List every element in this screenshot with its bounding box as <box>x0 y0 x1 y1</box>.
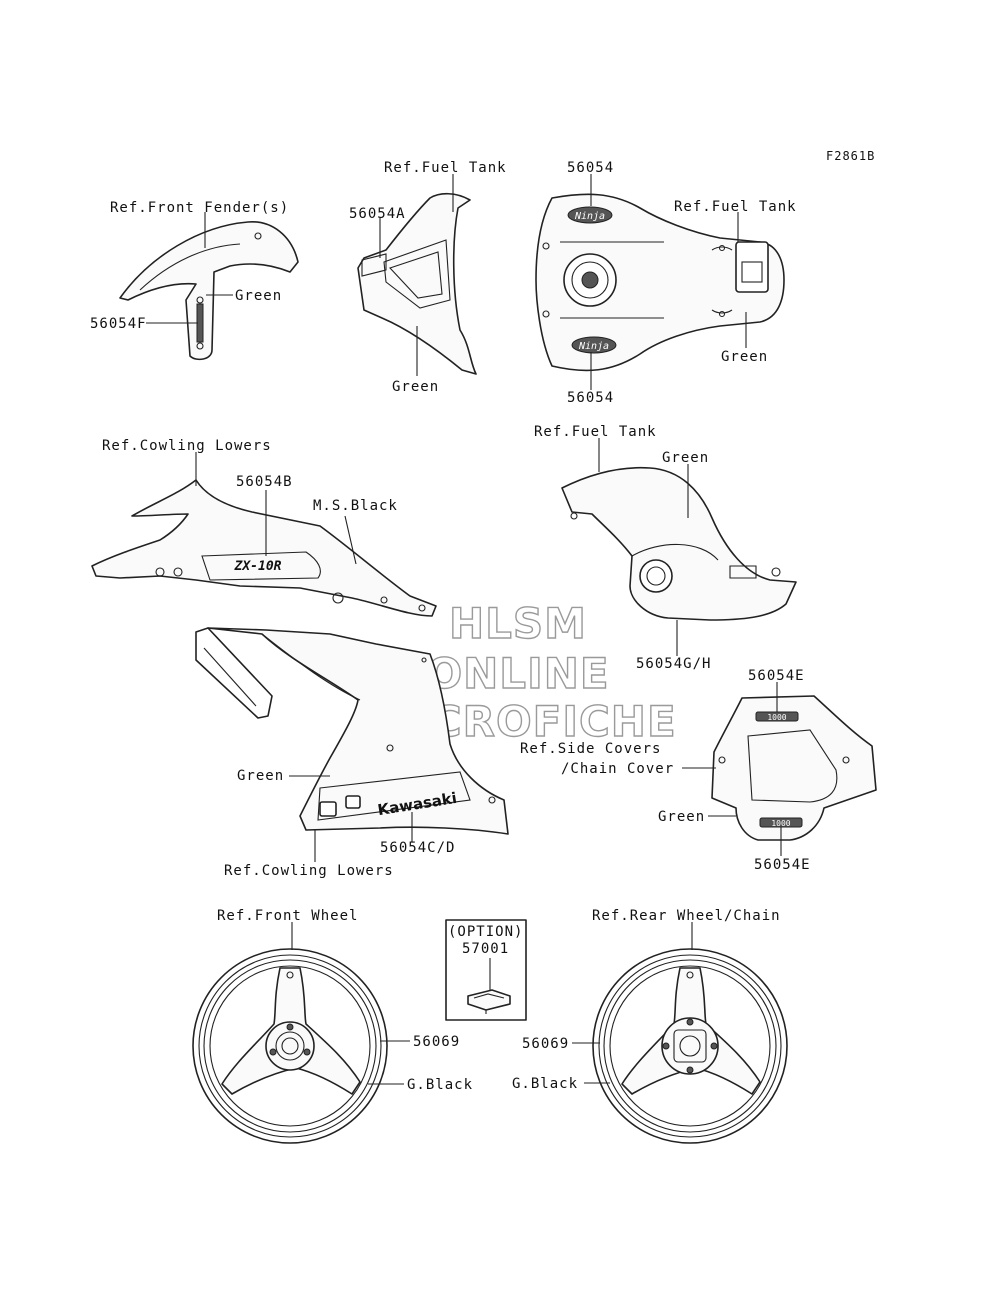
label-56054-top: 56054 <box>567 160 614 176</box>
label-ref-front-fender: Ref.Front Fender(s) <box>110 200 289 216</box>
label-green-fender: Green <box>235 288 282 304</box>
label-56054-bottom: 56054 <box>567 390 614 406</box>
leader-ms-black <box>344 515 357 565</box>
cowl-decal-logo: ZX-10R <box>234 559 282 574</box>
front-wheel <box>192 948 388 1144</box>
side-fairing: Kawasaki <box>195 627 509 835</box>
label-chain-cover: /Chain Cover <box>561 761 674 777</box>
label-56054E-top: 56054E <box>748 668 805 684</box>
label-56069-left: 56069 <box>413 1034 460 1050</box>
label-56054B: 56054B <box>236 474 293 490</box>
label-56054E-bottom: 56054E <box>754 857 811 873</box>
label-option: (OPTION) <box>448 924 523 940</box>
watermark-line-1: HLSM <box>449 599 587 648</box>
label-ref-cowling-lowers-top: Ref.Cowling Lowers <box>102 438 272 454</box>
seat-decal-logo-top: 1000 <box>767 713 786 722</box>
label-gblack-right: G.Black <box>512 1076 578 1092</box>
watermark-line-2: ONLINE <box>426 649 609 698</box>
seat-cowl: 1000 1000 <box>711 695 877 841</box>
label-56054F: 56054F <box>90 316 147 332</box>
label-56069-right: 56069 <box>522 1036 569 1052</box>
label-green-fairing: Green <box>237 768 284 784</box>
label-56054CD: 56054C/D <box>380 840 455 856</box>
tank-decal-logo-top: Ninja <box>574 211 605 222</box>
fuel-tank: Ninja Ninja <box>535 193 785 372</box>
seat-decal-logo-bottom: 1000 <box>771 819 790 828</box>
label-ref-fuel-tank-mid: Ref.Fuel Tank <box>534 424 657 440</box>
label-ref-cowling-lowers-bottom: Ref.Cowling Lowers <box>224 863 394 879</box>
label-ref-fuel-tank-top: Ref.Fuel Tank <box>384 160 507 176</box>
upper-cowl: ZX-10R <box>91 479 437 617</box>
label-57001: 57001 <box>462 941 509 957</box>
figure-code: F2861B <box>826 149 875 163</box>
tank-top-cover <box>357 192 477 375</box>
label-ref-side-covers: Ref.Side Covers <box>520 741 661 757</box>
rear-wheel <box>592 948 788 1144</box>
label-green-tank-cover: Green <box>662 450 709 466</box>
label-green-tank-right: Green <box>721 349 768 365</box>
tank-decal-logo-bottom: Ninja <box>578 341 609 352</box>
label-ms-black: M.S.Black <box>313 498 398 514</box>
label-ref-fuel-tank-right: Ref.Fuel Tank <box>674 199 797 215</box>
label-gblack-left: G.Black <box>407 1077 473 1093</box>
front-fender <box>119 221 299 361</box>
option-box <box>445 919 527 1021</box>
label-ref-front-wheel: Ref.Front Wheel <box>217 908 358 924</box>
tank-side-cover <box>561 466 797 621</box>
label-green-tank-top: Green <box>392 379 439 395</box>
label-56054GH: 56054G/H <box>636 656 711 672</box>
label-56054A: 56054A <box>349 206 406 222</box>
label-ref-rear-wheel: Ref.Rear Wheel/Chain <box>592 908 781 924</box>
label-green-seat: Green <box>658 809 705 825</box>
